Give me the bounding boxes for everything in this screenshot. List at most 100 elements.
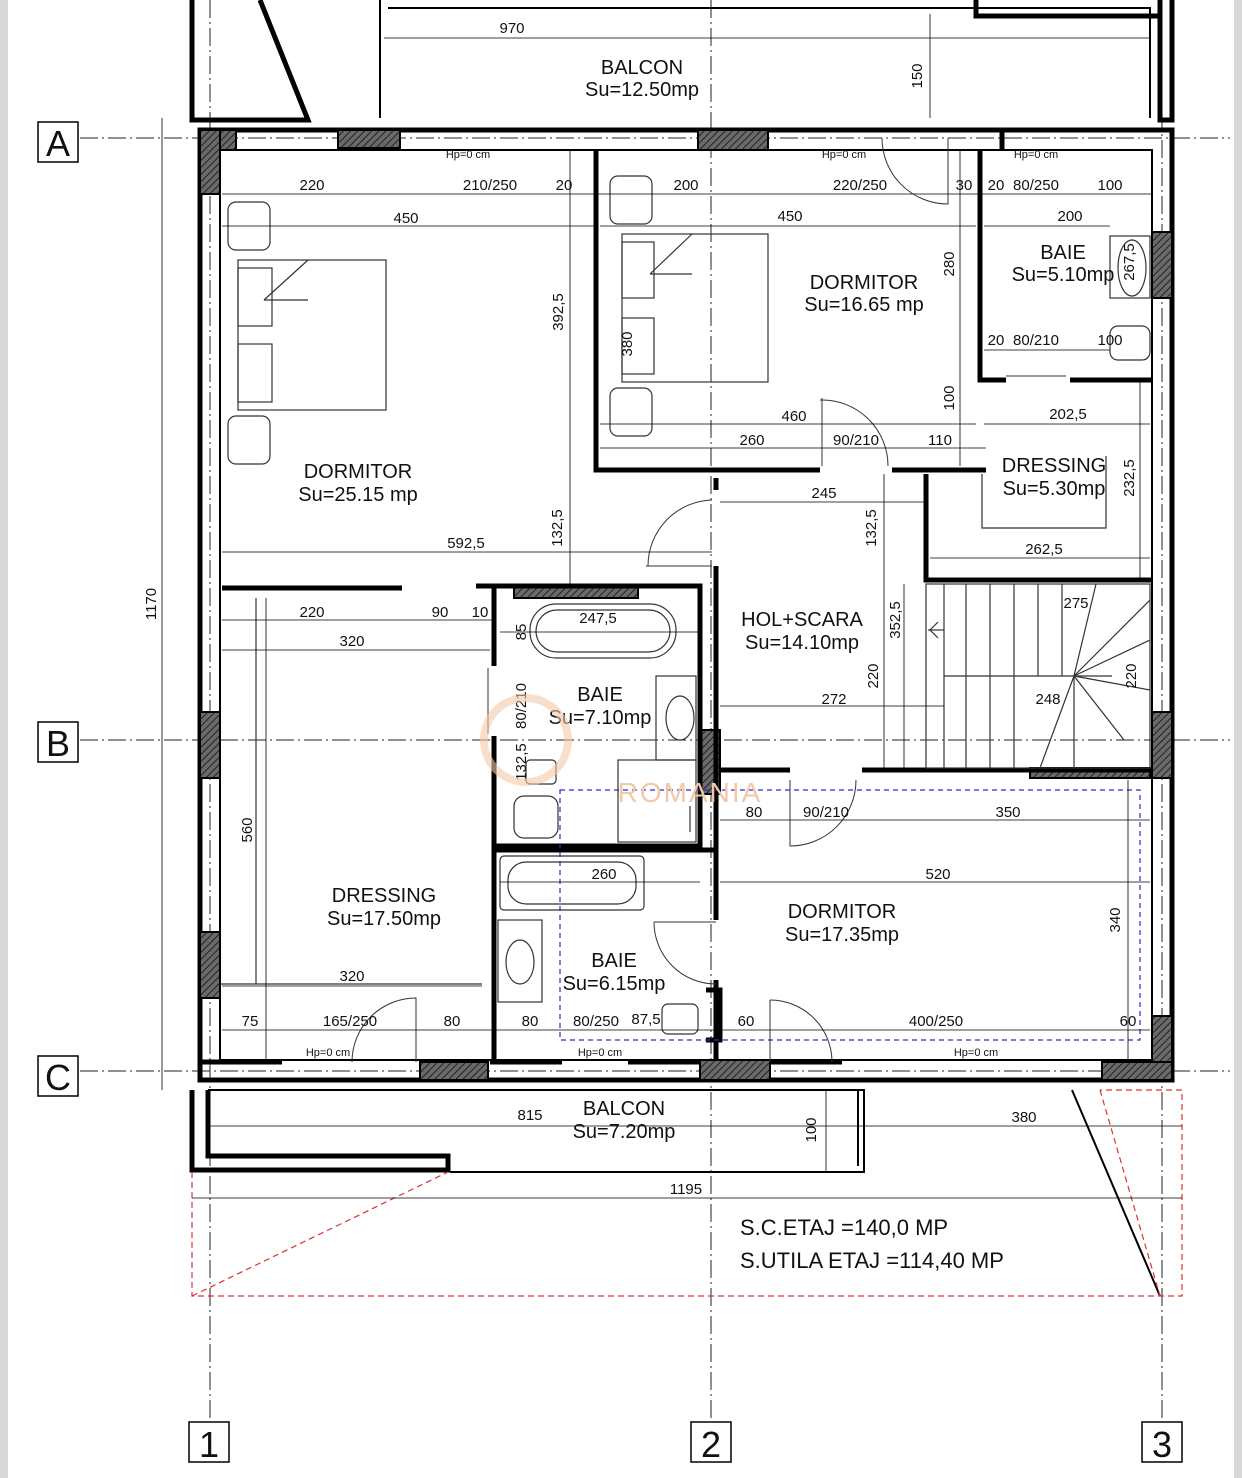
svg-text:220: 220 (299, 604, 324, 621)
svg-text:220: 220 (1123, 663, 1140, 688)
svg-text:260: 260 (739, 432, 764, 449)
svg-text:352,5: 352,5 (887, 601, 904, 639)
axis-label-3: 3 (1141, 1421, 1183, 1465)
svg-text:1: 1 (199, 1424, 219, 1465)
svg-text:380: 380 (619, 331, 636, 356)
svg-text:320: 320 (339, 968, 364, 985)
svg-text:220: 220 (865, 663, 882, 688)
svg-text:380: 380 (1011, 1109, 1036, 1126)
svg-text:Su=12.50mp: Su=12.50mp (585, 79, 699, 101)
svg-text:Su=25.15 mp: Su=25.15 mp (298, 484, 418, 506)
svg-text:248: 248 (1035, 691, 1060, 708)
svg-text:ROMANIA: ROMANIA (618, 777, 763, 808)
svg-text:60: 60 (1120, 1013, 1137, 1030)
svg-text:Hp=0 cm: Hp=0 cm (954, 1047, 998, 1059)
axis-label-c: C (37, 1055, 79, 1098)
svg-text:80/250: 80/250 (1013, 177, 1059, 194)
svg-text:100: 100 (941, 385, 958, 410)
svg-text:450: 450 (393, 210, 418, 227)
area-summary: S.C.ETAJ =140,0 MP S.UTILA ETAJ =114,40 … (740, 1215, 1004, 1273)
svg-text:275: 275 (1063, 595, 1088, 612)
svg-text:90/210: 90/210 (833, 432, 879, 449)
svg-text:85: 85 (513, 624, 530, 641)
svg-text:DRESSING: DRESSING (332, 885, 436, 907)
svg-text:Hp=0 cm: Hp=0 cm (1014, 149, 1058, 161)
svg-text:350: 350 (995, 804, 1020, 821)
svg-text:S.C.ETAJ =140,0 MP: S.C.ETAJ =140,0 MP (740, 1215, 948, 1240)
svg-text:220: 220 (299, 177, 324, 194)
svg-text:100: 100 (1097, 332, 1122, 349)
svg-text:BAIE: BAIE (577, 684, 623, 706)
room-dressing-w: DRESSING Su=17.50mp (327, 885, 441, 930)
svg-text:B: B (46, 723, 70, 764)
svg-text:1195: 1195 (670, 1181, 702, 1198)
sill-notes: Hp=0 cm Hp=0 cm Hp=0 cm Hp=0 cm Hp=0 cm … (306, 149, 1058, 1059)
furniture (220, 175, 1151, 1035)
projection-outline (191, 1089, 1183, 1297)
svg-text:Hp=0 cm: Hp=0 cm (578, 1047, 622, 1059)
svg-text:262,5: 262,5 (1025, 541, 1063, 558)
room-dormitor-nw: DORMITOR Su=25.15 mp (298, 461, 418, 506)
svg-text:80/210: 80/210 (513, 683, 530, 729)
dimension-lines (161, 14, 1182, 1199)
svg-text:202,5: 202,5 (1049, 406, 1087, 423)
svg-text:520: 520 (925, 866, 950, 883)
svg-text:Su=17.35mp: Su=17.35mp (785, 924, 899, 946)
svg-text:150: 150 (909, 63, 926, 88)
svg-text:BAIE: BAIE (591, 950, 637, 972)
room-baie-c: BAIE Su=7.10mp (549, 684, 652, 729)
svg-text:80: 80 (444, 1013, 461, 1030)
svg-text:80/210: 80/210 (1013, 332, 1059, 349)
svg-text:Su=5.30mp: Su=5.30mp (1003, 478, 1106, 500)
svg-text:210/250: 210/250 (463, 177, 517, 194)
svg-text:200: 200 (673, 177, 698, 194)
svg-text:100: 100 (1097, 177, 1122, 194)
svg-text:S.UTILA ETAJ =114,40 MP: S.UTILA ETAJ =114,40 MP (740, 1248, 1004, 1273)
svg-text:30: 30 (956, 177, 973, 194)
svg-text:132,5: 132,5 (863, 509, 880, 547)
svg-text:3: 3 (1152, 1424, 1172, 1465)
svg-text:400/250: 400/250 (909, 1013, 963, 1030)
svg-text:10: 10 (472, 604, 489, 621)
svg-text:DORMITOR: DORMITOR (810, 272, 919, 294)
svg-text:90: 90 (432, 604, 449, 621)
svg-text:245: 245 (811, 485, 836, 502)
staircase (925, 583, 1151, 769)
dimension-labels: 970 150 1170 1195 220 210/250 20 200 220… (143, 20, 1140, 1198)
room-dormitor-n: DORMITOR Su=16.65 mp (804, 272, 924, 316)
svg-text:267,5: 267,5 (1121, 243, 1138, 281)
interior-walls (200, 127, 1172, 1065)
axis-label-1: 1 (188, 1421, 230, 1465)
room-baie-ne: BAIE Su=5.10mp (1012, 242, 1115, 286)
svg-text:BALCON: BALCON (601, 57, 683, 79)
svg-text:DRESSING: DRESSING (1002, 455, 1106, 477)
room-baie-s: BAIE Su=6.15mp (563, 950, 666, 995)
svg-text:20: 20 (988, 332, 1005, 349)
svg-text:132,5: 132,5 (549, 509, 566, 547)
svg-text:90/210: 90/210 (803, 804, 849, 821)
svg-text:87,5: 87,5 (631, 1011, 660, 1028)
svg-text:75: 75 (242, 1013, 259, 1030)
svg-text:200: 200 (1057, 208, 1082, 225)
svg-text:Hp=0 cm: Hp=0 cm (446, 149, 490, 161)
svg-text:20: 20 (988, 177, 1005, 194)
svg-text:Su=17.50mp: Su=17.50mp (327, 908, 441, 930)
svg-text:20: 20 (556, 177, 573, 194)
svg-text:Su=16.65 mp: Su=16.65 mp (804, 294, 924, 316)
svg-text:247,5: 247,5 (579, 610, 617, 627)
bottom-balcony-outline (189, 1089, 1161, 1297)
svg-text:80/250: 80/250 (573, 1013, 619, 1030)
svg-text:Su=7.20mp: Su=7.20mp (573, 1121, 676, 1143)
svg-text:450: 450 (777, 208, 802, 225)
svg-text:970: 970 (499, 20, 524, 37)
room-balcon-bottom: BALCON Su=7.20mp (573, 1098, 676, 1143)
svg-text:340: 340 (1107, 907, 1124, 932)
axis-label-b: B (37, 721, 79, 764)
room-hol-scara: HOL+SCARA Su=14.10mp (741, 609, 863, 654)
svg-text:260: 260 (591, 866, 616, 883)
svg-text:165/250: 165/250 (323, 1013, 377, 1030)
svg-text:Su=7.10mp: Su=7.10mp (549, 707, 652, 729)
doors (351, 137, 1066, 1063)
svg-text:220/250: 220/250 (833, 177, 887, 194)
